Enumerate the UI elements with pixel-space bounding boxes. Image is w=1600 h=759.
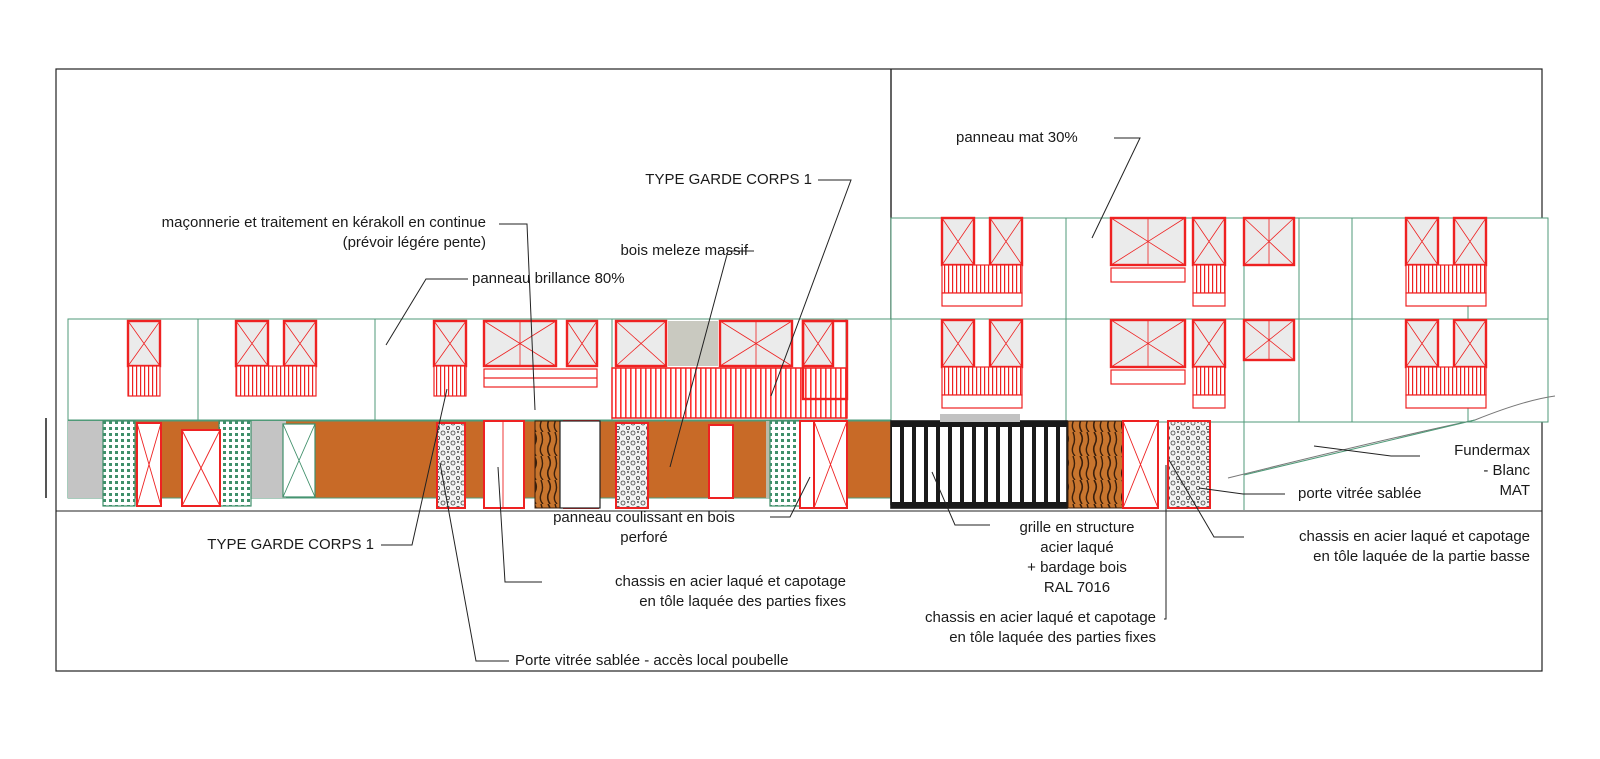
label-maconnerie: maçonnerie et traitement en kérakoll en … — [66, 213, 486, 253]
label-grille-line2: acier laqué — [1040, 539, 1114, 556]
label-grille: grille en structure acier laqué + bardag… — [982, 518, 1172, 598]
right-building — [890, 216, 1556, 510]
wood-door-right — [1067, 420, 1124, 509]
label-chassis-left: chassis en acier laqué et capotage en tô… — [536, 572, 846, 612]
label-panneau-brillance: panneau brillance 80% — [472, 270, 625, 287]
label-fundermax-line1: Fundermax — [1454, 442, 1530, 459]
label-chassis-right-line1: chassis en acier laqué et capotage — [1299, 528, 1530, 545]
label-grille-line4: RAL 7016 — [1043, 579, 1111, 596]
label-chassis-left-line2: en tôle laquée des parties fixes — [639, 593, 846, 610]
label-fundermax-line2: - Blanc — [1483, 462, 1530, 479]
label-panneau-coulissant-line2: perforé — [620, 529, 668, 546]
label-chassis-middle-line2: en tôle laquée des parties fixes — [949, 629, 1156, 646]
grey-panel — [668, 321, 718, 366]
label-maconnerie-line2: (prévoir légére pente) — [342, 234, 486, 251]
label-type-garde-corps-top: TYPE GARDE CORPS 1 — [645, 171, 812, 188]
label-porte-vitree-sablee: porte vitrée sablée — [1298, 485, 1422, 502]
label-panneau-coulissant: panneau coulissant en bois perforé — [524, 508, 764, 548]
label-porte-vitree-poubelle: Porte vitrée sablée - accès local poubel… — [515, 652, 789, 669]
railings-right — [941, 264, 1487, 409]
label-grille-line1: grille en structure — [1019, 519, 1135, 536]
label-type-garde-corps-bottom: TYPE GARDE CORPS 1 — [207, 536, 374, 553]
left-building — [67, 318, 892, 509]
railings-left — [127, 365, 598, 397]
leader-lines — [381, 137, 1420, 662]
label-fundermax-line3: MAT — [1499, 482, 1530, 499]
label-chassis-left-line1: chassis en acier laqué et capotage — [615, 573, 846, 590]
label-bois-meleze: bois meleze massif — [620, 242, 748, 259]
terrain-slope — [1227, 395, 1556, 479]
sandblasted-doors-left — [436, 420, 815, 509]
label-grille-line3: + bardage bois — [1027, 559, 1127, 576]
grille-gate — [890, 420, 1068, 509]
label-maconnerie-line1: maçonnerie et traitement en kérakoll en … — [161, 214, 486, 231]
perforated-panels — [102, 420, 801, 507]
label-chassis-right-line2: en tôle laquée de la partie basse — [1313, 548, 1530, 565]
label-panneau-coulissant-line1: panneau coulissant en bois — [553, 509, 735, 526]
label-chassis-middle: chassis en acier laqué et capotage en tô… — [836, 608, 1156, 648]
balcony-slats — [611, 367, 848, 419]
label-chassis-middle-line1: chassis en acier laqué et capotage — [925, 609, 1156, 626]
label-panneau-mat: panneau mat 30% — [956, 129, 1078, 146]
label-chassis-right: chassis en acier laqué et capotage en tô… — [1238, 527, 1530, 567]
label-fundermax: Fundermax - Blanc MAT — [1400, 441, 1530, 501]
